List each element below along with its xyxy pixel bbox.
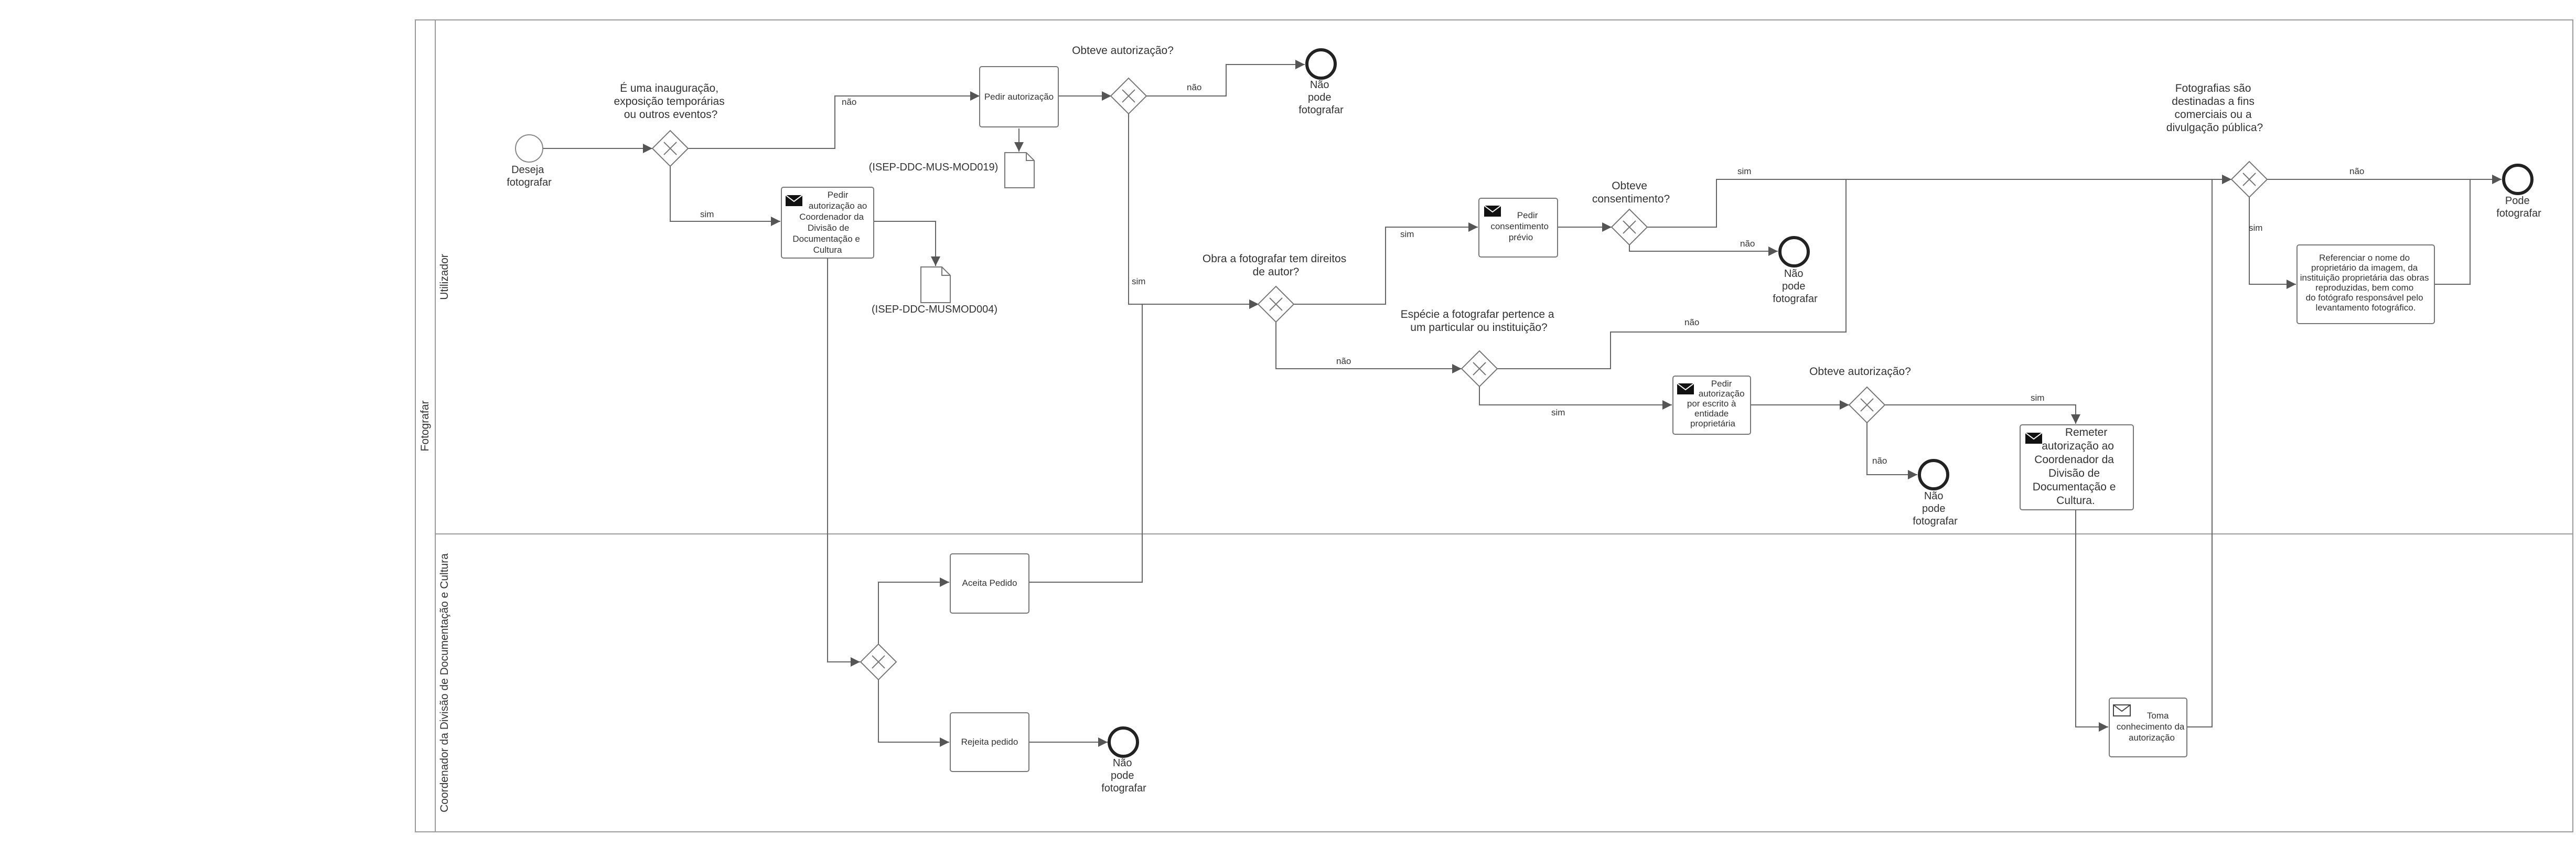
flow-g-auth2-nao [1866,423,1917,479]
document-label: (ISEP-DDC-MUS-MOD019) [869,162,999,173]
flow-g-auth-nao [1146,60,1305,97]
task-pedir-autorizacao-coordenador: Pedir autorização ao Coordenador da Divi… [781,187,874,259]
flow-g-auth-sim [1128,114,1259,309]
flow-labels: não sim não sim sim não sim não não sim … [700,82,2364,466]
flow-label: não [1187,82,1201,92]
flow-coord-to-doc2 [874,221,940,266]
task-pedir-consentimento: Pedir consentimento prévio [1478,198,1558,258]
gateway-copyright-label: Obra a fotografar tem direitos de autor? [1203,253,1349,278]
end-event-rejected [1108,726,1139,758]
svg-text:Pedir consentimento: Pedir consentimento prévio [1490,210,1551,242]
event-labels: Deseja fotografar Não pode fotografar Nã… [507,79,2541,794]
end-event-can-photograph [2502,164,2534,195]
flow-label: sim [1737,166,1751,176]
document-icon [1004,152,1035,188]
flow-label: não [1336,356,1351,366]
gateway-commercial-label: Fotografias são destinadas a fins comerc… [2166,82,2263,134]
end-no-written-label: Não pode fotografar [1913,490,1958,527]
send-message-icon [1677,383,1694,394]
send-message-icon [785,195,803,206]
pool [415,19,2573,832]
gateway-written-authorization [1848,386,1886,424]
sequence-flows [543,60,2502,747]
send-message-icon [1484,205,1501,217]
svg-text:Pedir autorização: Pedir autorização [984,92,1054,102]
end-can-label: Pode fotografar [2496,195,2541,219]
lane-title-coordenador: Coordenador da Divisão de Documentação e… [438,553,450,812]
end-no-consent-label: Não pode fotografar [1773,268,1818,305]
end-event-no-written-auth [1918,459,1949,490]
gateway-authorization [1110,77,1147,115]
document-label: (ISEP-DDC-MUSMOD004) [872,304,997,315]
flow-label: sim [2031,393,2044,403]
task-pedir-autorizacao: Pedir autorização [979,66,1059,127]
flow-toma-to-g-comm [2187,175,2231,727]
task-rejeita-pedido: Rejeita pedido [950,712,1029,772]
flow-g-auth2-sim [1885,404,2080,424]
flow-g-owner-sim [1479,387,1672,410]
end-event-no-auth [1305,48,1337,80]
svg-text:Aceita Pedido: Aceita Pedido [962,578,1017,588]
flow-g-rights-sim [1293,222,1478,305]
flow-g-inaug-sim [670,166,780,226]
flow-label: sim [700,209,714,219]
gateway-written-authorization-label: Obteve autorização? [1809,366,1911,378]
lane-title-utilizador: Utilizador [438,254,450,300]
end-event-no-consent [1778,236,1810,267]
flow-g-owner-nao [1497,175,2231,369]
flow-g-comm-sim [2249,197,2296,289]
gateway-coordinator [860,643,897,681]
end-no-auth-label: Não pode fotografar [1298,79,1344,116]
gateway-labels: É uma inauguração, exposição temporárias… [614,45,2263,378]
svg-text:Pedir autorização ao: Pedir autorização ao Coordenador da Divi… [792,190,870,255]
flow-remeter-to-toma [2075,510,2108,732]
gateway-commercial [2230,160,2268,198]
start-event-label: Deseja fotografar [507,164,552,188]
flow-g-consent-nao [1629,245,1778,256]
flow-label: não [842,97,856,107]
gateway-inauguration [651,130,689,167]
svg-text:Toma conhecimento da: Toma conhecimento da autorização [2117,711,2187,743]
svg-text:Referenciar o nome do pr: Referenciar o nome do proprietário da im… [2300,253,2431,313]
receive-message-icon [2113,704,2131,716]
flow-label: sim [2249,223,2262,233]
task-pedir-autorizacao-escrita: Pedir autorização por escrito à entidade… [1672,376,1751,435]
start-event [515,134,543,163]
gateway-consent-label: Obteve consentimento? [1592,180,1670,205]
flow-label: não [1872,456,1887,466]
flow-label: sim [1132,276,1145,286]
svg-text:Pedir autorização: Pedir autorização por escrito à entidade… [1687,379,1747,429]
flow-label: sim [1400,229,1414,239]
svg-text:Rejeita pedido: Rejeita pedido [961,737,1018,747]
gateway-owner-label: Espécie a fotografar pertence a um parti… [1401,308,1558,334]
send-message-icon [2025,432,2043,444]
task-remeter-autorizacao: Remeter autorização ao Coordenador da Di… [2020,424,2134,510]
flow-label: não [1684,317,1699,327]
flow-label: não [1740,239,1755,249]
flow-label: sim [1551,408,1565,417]
task-aceita-pedido: Aceita Pedido [950,553,1029,614]
task-toma-conhecimento: Toma conhecimento da autorização [2109,698,2187,757]
flow-g-consent-sim [1647,175,2231,228]
svg-text:Remeter autorização ao: Remeter autorização ao Coordenador da Di… [2033,426,2119,507]
document-icon [920,266,951,303]
flow-g-coord-to-rejeita [878,680,949,747]
flow-referenciar-to-end [2434,175,2502,285]
flow-g-coord-to-aceita [878,577,949,644]
task-referenciar: Referenciar o nome do proprietário da im… [2296,244,2435,324]
gateway-inauguration-label: É uma inauguração, exposição temporárias… [614,82,727,121]
gateway-consent [1611,208,1648,246]
flow-g-rights-nao [1275,322,1462,373]
gateway-authorization-label: Obteve autorização? [1072,45,1174,57]
gateway-owner [1461,350,1498,388]
flow-g-inaug-nao [688,91,980,149]
flow-aceita-to-g-rights [1029,299,1259,583]
gateway-copyright [1257,285,1295,323]
end-rejected-label: Não pode fotografar [1101,757,1146,794]
flow-coord-to-g-coord [827,258,860,667]
pool-title: Fotografar [419,401,431,452]
flow-label: não [2349,166,2364,176]
